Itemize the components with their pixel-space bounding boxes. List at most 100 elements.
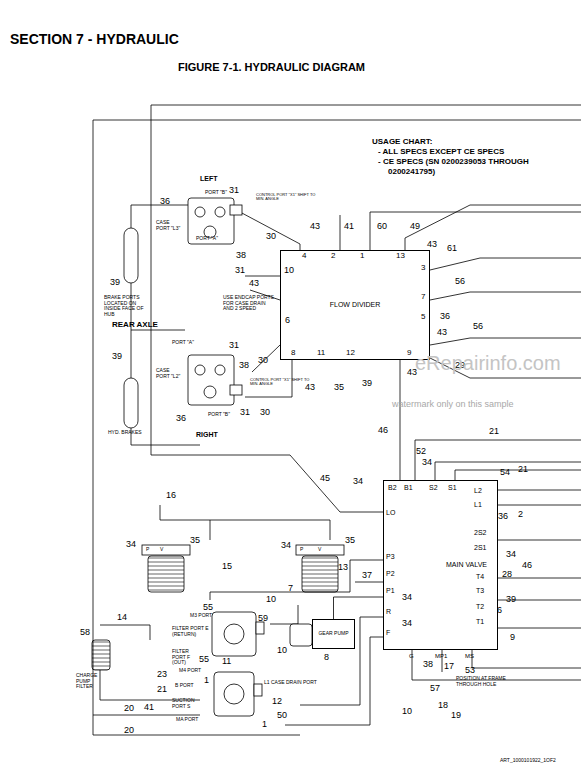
callout-number: 43: [437, 328, 447, 338]
note-label: P: [300, 547, 303, 553]
node-text: GEAR PUMP: [318, 631, 348, 637]
callout-number: 9: [510, 633, 515, 643]
note-label: T1: [476, 618, 484, 626]
callout-number: 36: [440, 312, 450, 322]
callout-number: 31: [235, 266, 245, 276]
callout-number: 13: [338, 563, 348, 573]
callout-number: 30: [260, 408, 270, 418]
note-label: PORT "B": [205, 190, 227, 196]
note-label: LEFT: [200, 175, 218, 183]
gear-pump-box: GEAR PUMP: [312, 619, 355, 649]
callout-number: 53: [465, 666, 475, 676]
callout-number: 43: [249, 279, 259, 289]
callout-number: 38: [423, 660, 433, 670]
callout-number: 34: [422, 458, 432, 468]
filter-symbol: [92, 545, 344, 670]
hydraulic-line: [93, 105, 581, 735]
callout-number: 20: [124, 704, 134, 714]
callout-number: 20: [124, 726, 134, 736]
note-label: P3: [386, 553, 395, 561]
note-label: CONTROL PORT "X1" SHIFT TO MIN. ANGLE: [256, 193, 316, 202]
callout-number: 11: [317, 349, 325, 358]
note-label: S2: [429, 484, 438, 492]
callout-number: 34: [126, 540, 136, 550]
callout-number: 39: [506, 595, 516, 605]
note-label: SECTION 7 - HYDRAULIC: [10, 32, 179, 47]
callout-number: 35: [190, 536, 200, 546]
callout-number: 34: [281, 541, 291, 551]
callout-number: 58: [80, 628, 90, 638]
note-label: LO: [386, 509, 395, 517]
note-label: L1: [474, 501, 482, 509]
callout-number: 54: [500, 468, 510, 478]
note-label: USAGE CHART:: [372, 138, 432, 147]
callout-number: 28: [502, 570, 512, 580]
flow-divider-box: FLOW DIVIDER: [280, 250, 430, 360]
note-label: - ALL SPECS EXCEPT CE SPECS: [378, 148, 504, 157]
callout-number: 9: [407, 349, 411, 358]
callout-number: 15: [222, 562, 232, 572]
callout-number: 61: [447, 244, 457, 254]
callout-number: 10: [277, 646, 287, 656]
note-label: CASE PORT "L2": [156, 368, 184, 379]
callout-number: 30: [266, 232, 276, 242]
note-label: ART_1000101922_1OF2: [500, 758, 556, 764]
callout-number: 34: [402, 593, 412, 603]
callout-number: 56: [455, 277, 465, 287]
note-label: CONTROL PORT "X1" SHIFT TO MIN. ANGLE: [250, 378, 310, 387]
note-label: MS: [465, 653, 474, 660]
callout-number: 38: [236, 251, 246, 261]
callout-number: 34: [353, 477, 363, 487]
callout-number: 17: [444, 662, 454, 672]
callout-number: 43: [427, 240, 437, 250]
callout-number: 10: [402, 707, 412, 717]
callout-number: 6: [497, 606, 502, 616]
callout-number: 52: [416, 447, 426, 457]
note-label: RIGHT: [196, 431, 218, 439]
node-text: MAIN VALVE: [446, 561, 487, 569]
note-label: CHARGE PUMP FILTER: [76, 673, 108, 690]
callout-number: 5: [421, 313, 425, 322]
callout-number: 1: [204, 676, 209, 686]
callout-number: 41: [144, 703, 154, 713]
callout-number: 46: [522, 561, 532, 571]
callout-number: 41: [344, 222, 354, 232]
callout-number: 11: [222, 657, 231, 667]
callout-number: 39: [362, 379, 372, 389]
note-label: M4 PORT: [179, 668, 201, 674]
note-label: L2: [474, 487, 482, 495]
note-label: POSITION AT FRAME THROUGH HOLE: [456, 676, 516, 687]
note-label: HYD. BRAKES: [108, 430, 142, 436]
callout-number: 49: [410, 222, 420, 232]
callout-number: 2: [518, 510, 523, 520]
callout-number: 14: [117, 613, 127, 623]
note-label: PORT "B": [208, 412, 230, 418]
callout-number: 1: [262, 720, 267, 730]
callout-number: 12: [346, 349, 355, 358]
note-label: CASE PORT "L3": [156, 220, 184, 231]
note-label: 0200241795): [388, 168, 435, 177]
note-label: P2: [386, 570, 395, 578]
callout-number: 23: [157, 670, 167, 680]
callout-number: 21: [489, 427, 499, 437]
callout-number: 10: [266, 595, 276, 605]
hydraulic-connector: [400, 360, 401, 480]
figure-title: FIGURE 7-1. HYDRAULIC DIAGRAM: [178, 61, 365, 73]
callout-number: 57: [430, 684, 440, 694]
note-label: FILTER PORT F (OUT): [172, 649, 202, 666]
callout-number: 35: [334, 383, 344, 393]
callout-number: 36: [176, 414, 186, 424]
callout-number: 31: [229, 186, 239, 196]
hydraulic-connector: [334, 597, 384, 619]
callout-number: 7: [288, 584, 293, 594]
note-label: V: [318, 547, 321, 553]
callout-number: 39: [112, 352, 122, 362]
note-label: R: [386, 608, 391, 616]
callout-number: 34: [402, 619, 412, 629]
callout-number: 31: [229, 341, 239, 351]
note-label: PORT "A": [196, 236, 218, 242]
note-label: T4: [476, 573, 484, 581]
callout-number: 21: [157, 685, 167, 695]
note-label: PORT "A": [172, 340, 194, 346]
